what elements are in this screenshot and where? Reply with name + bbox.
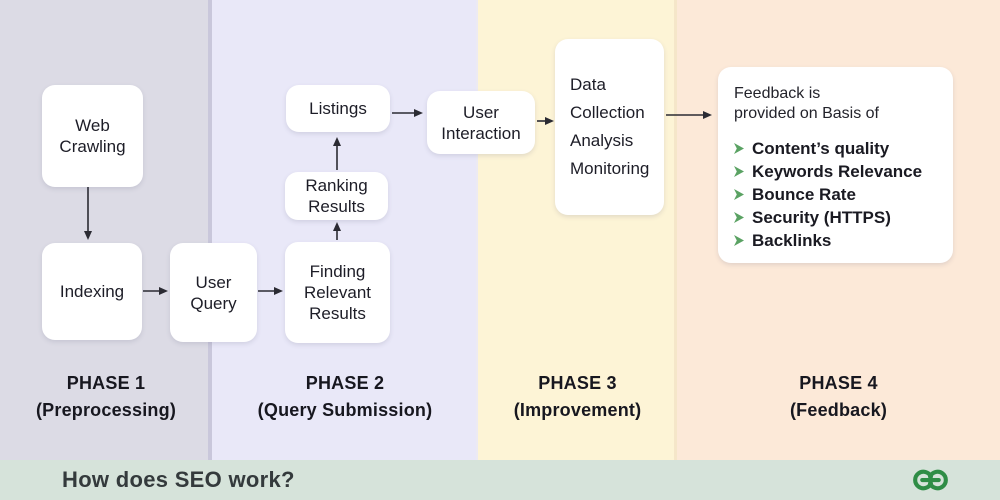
feedback-card: Feedback is provided on Basis of Content… <box>718 67 953 263</box>
node-ranking-results: Ranking Results <box>285 172 388 220</box>
phase-2-subtitle: (Query Submission) <box>257 400 433 420</box>
phase-1-column: PHASE 1 (Preprocessing) <box>0 0 212 460</box>
feedback-item-label: Content’s quality <box>752 139 890 158</box>
feedback-item-label: Backlinks <box>752 231 832 250</box>
node-listings-label: Listings <box>309 99 367 118</box>
phase-3-title: PHASE 3 <box>538 373 617 393</box>
node-user-interaction: User Interaction <box>427 91 535 154</box>
arrow-bullet-icon <box>734 189 744 200</box>
node-user-query: User Query <box>170 243 257 342</box>
feedback-item-label: Bounce Rate <box>752 185 856 204</box>
arrow-bullet-icon <box>734 212 744 223</box>
phase-1-title: PHASE 1 <box>66 373 146 393</box>
geeksforgeeks-logo-icon <box>913 469 948 491</box>
feedback-item: Backlinks <box>734 229 922 252</box>
feedback-intro-text: Feedback is provided on Basis of <box>734 85 879 122</box>
phase-3-label: PHASE 3 (Improvement) <box>478 370 677 424</box>
feedback-list: Content’s quality Keywords Relevance Bou… <box>734 137 922 252</box>
phase-3-subtitle: (Improvement) <box>513 400 642 420</box>
node-indexing-label: Indexing <box>59 282 125 301</box>
phase-4-label: PHASE 4 (Feedback) <box>677 370 1000 424</box>
phase-4-subtitle: (Feedback) <box>789 400 888 420</box>
node-data-collection: Data Collection Analysis Monitoring <box>555 39 664 215</box>
phase-2-label: PHASE 2 (Query Submission) <box>212 370 478 424</box>
arrow-bullet-icon <box>734 143 744 154</box>
node-finding-relevant-results: Finding Relevant Results <box>285 242 390 343</box>
title-bar: How does SEO work? <box>0 460 1000 500</box>
phase-2-column: PHASE 2 (Query Submission) <box>212 0 478 460</box>
phase-divider-3-4 <box>674 0 677 460</box>
node-data-collection-label: Data Collection Analysis Monitoring <box>570 75 650 178</box>
feedback-item-label: Keywords Relevance <box>752 162 923 181</box>
arrow-bullet-icon <box>734 235 744 246</box>
phase-divider-2-3 <box>476 0 478 460</box>
phase-2-title: PHASE 2 <box>305 373 385 393</box>
feedback-item-label: Security (HTTPS) <box>752 208 891 227</box>
page-title: How does SEO work? <box>62 467 295 492</box>
node-ranking-results-label: Ranking Results <box>305 176 368 216</box>
node-user-interaction-label: User Interaction <box>441 102 521 143</box>
feedback-item: Bounce Rate <box>734 183 922 206</box>
feedback-item: Content’s quality <box>734 137 922 160</box>
node-web-crawling-label: Web Crawling <box>59 116 126 156</box>
node-finding-relevant-results-label: Finding Relevant Results <box>303 262 372 323</box>
phase-1-subtitle: (Preprocessing) <box>35 400 177 420</box>
phase-divider-1-2 <box>208 0 212 460</box>
phase-4-title: PHASE 4 <box>799 373 878 393</box>
node-web-crawling: Web Crawling <box>42 85 143 187</box>
node-listings: Listings <box>286 85 390 132</box>
feedback-item: Keywords Relevance <box>734 160 922 183</box>
node-user-query-label: User Query <box>190 272 237 313</box>
node-indexing: Indexing <box>42 243 142 340</box>
feedback-item: Security (HTTPS) <box>734 206 922 229</box>
phase-1-label: PHASE 1 (Preprocessing) <box>0 370 212 424</box>
arrow-bullet-icon <box>734 166 744 177</box>
